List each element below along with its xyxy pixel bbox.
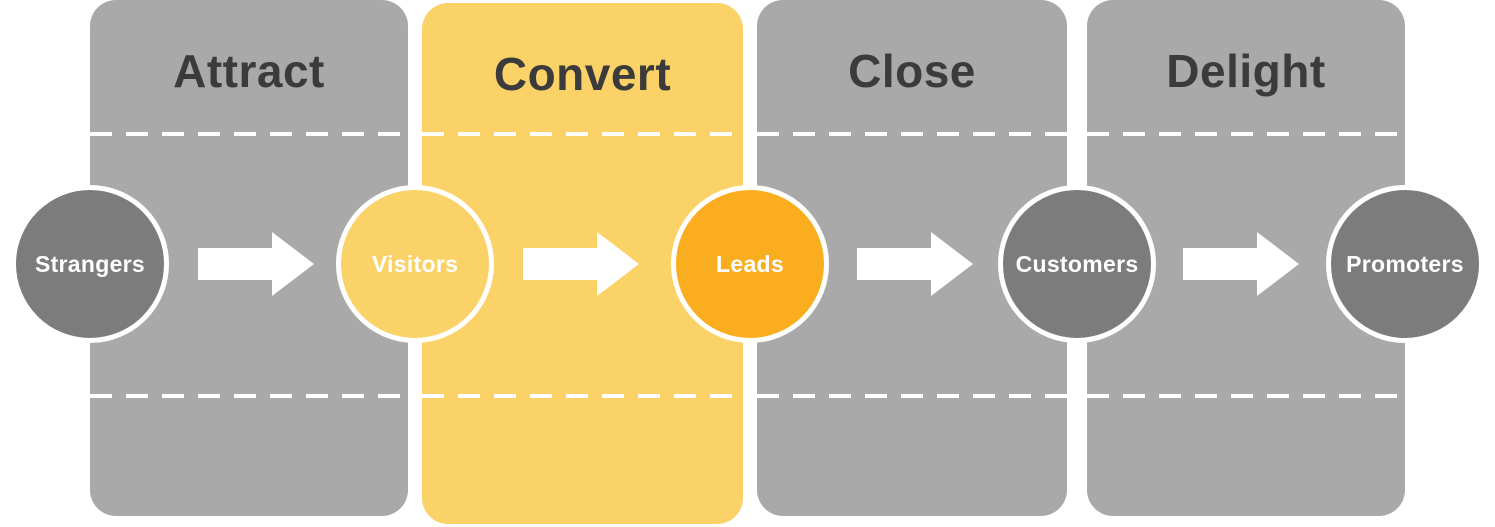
stage-title-delight: Delight bbox=[1166, 45, 1326, 97]
stage-title-close: Close bbox=[848, 45, 976, 97]
dashed-divider-bottom bbox=[757, 394, 1067, 398]
dashed-divider-top bbox=[90, 132, 408, 136]
persona-circle-promoters: Promoters bbox=[1326, 185, 1484, 343]
arrow-right-icon bbox=[1183, 232, 1299, 296]
persona-circle-customers: Customers bbox=[998, 185, 1156, 343]
dashed-divider-top bbox=[757, 132, 1067, 136]
dashed-divider-top bbox=[1087, 132, 1405, 136]
persona-label-strangers: Strangers bbox=[34, 250, 146, 277]
arrow-right-icon bbox=[198, 232, 314, 296]
persona-circle-leads: Leads bbox=[671, 185, 829, 343]
persona-circle-strangers: Strangers bbox=[11, 185, 169, 343]
stage-title-attract: Attract bbox=[173, 45, 325, 97]
persona-label-leads: Leads bbox=[716, 250, 784, 277]
persona-label-customers: Customers bbox=[1015, 250, 1139, 277]
dashed-divider-bottom bbox=[90, 394, 408, 398]
arrow-right-icon bbox=[523, 232, 639, 296]
arrow-right-icon bbox=[857, 232, 973, 296]
persona-label-visitors: Visitors bbox=[371, 250, 459, 277]
dashed-divider-bottom bbox=[422, 394, 743, 398]
stage-title-convert: Convert bbox=[493, 48, 672, 100]
persona-circle-visitors: Visitors bbox=[336, 185, 494, 343]
dashed-divider-bottom bbox=[1087, 394, 1405, 398]
persona-label-promoters: Promoters bbox=[1346, 250, 1464, 277]
dashed-divider-top bbox=[422, 132, 743, 136]
